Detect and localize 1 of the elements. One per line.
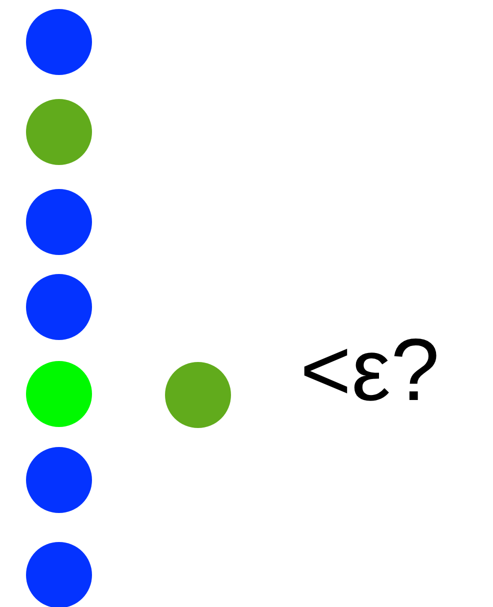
condition-label: <ε? [300, 326, 440, 414]
